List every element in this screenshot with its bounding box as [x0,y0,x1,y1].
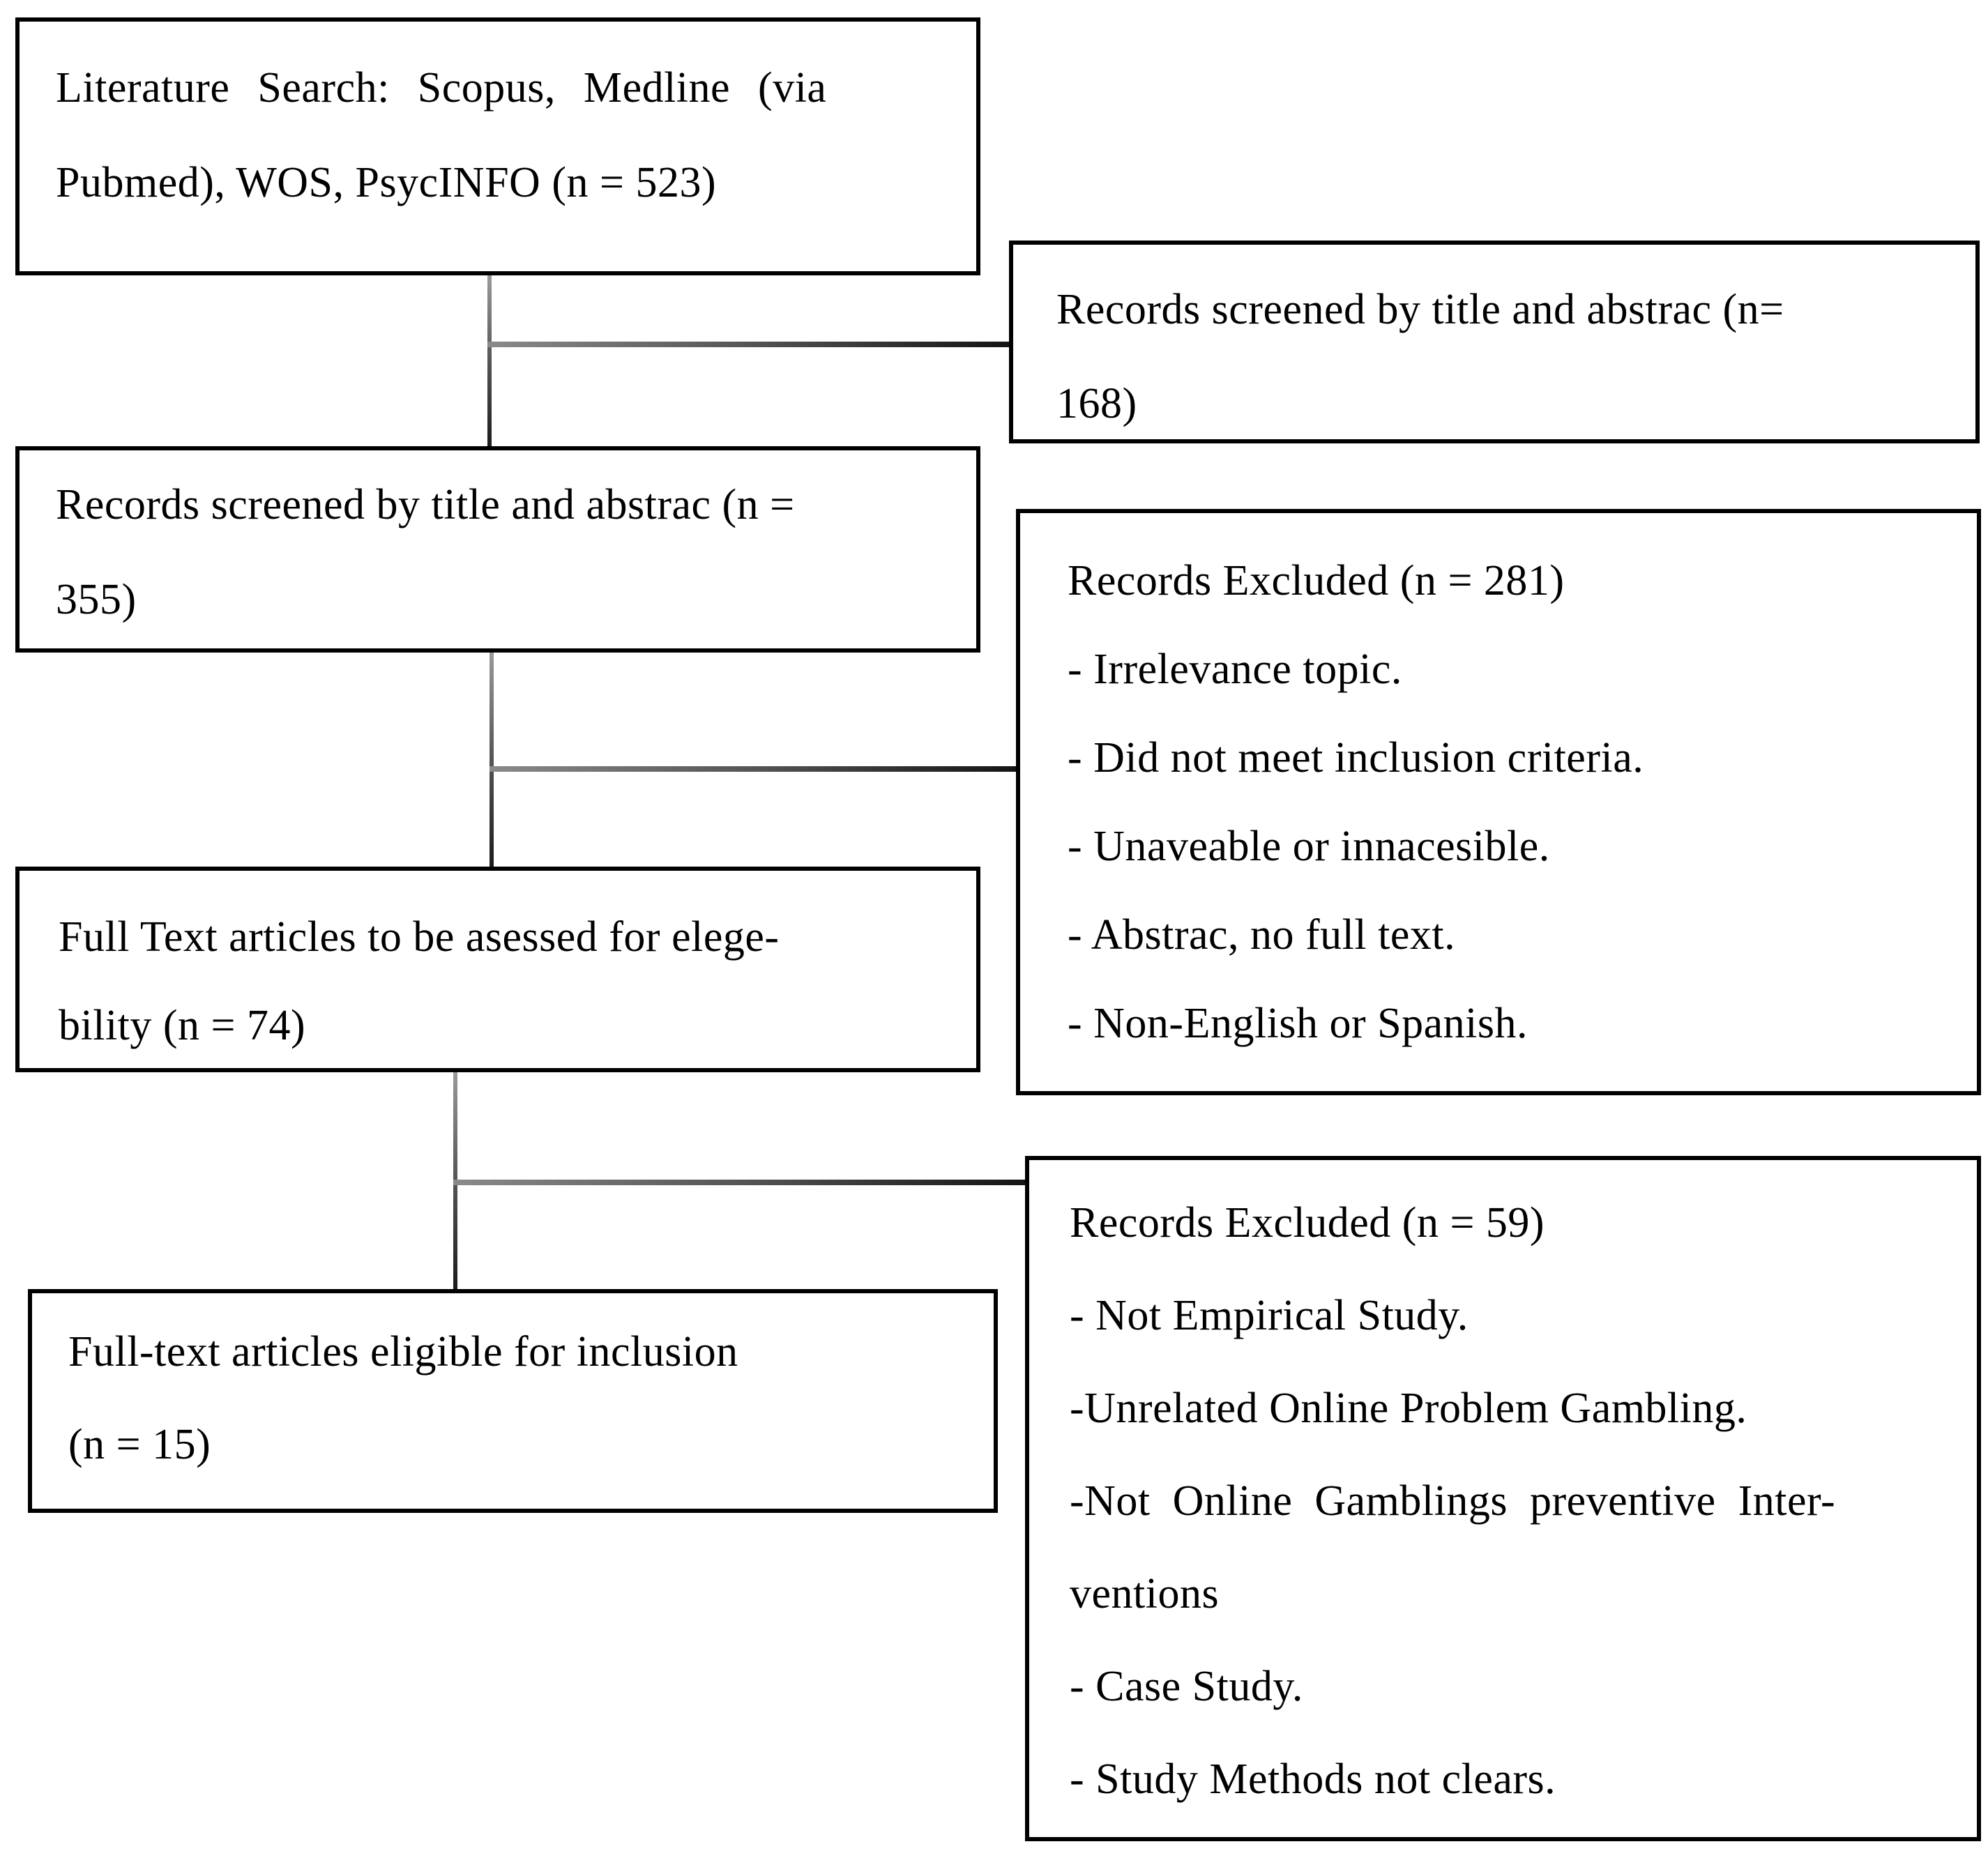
box-title: Records Excluded (n = 281) [1068,557,1565,604]
text-line: bility (n = 74) [59,1002,306,1049]
text-line: Full-text articles eligible for inclusio… [68,1328,738,1376]
exclusion-reason: -Unrelated Online Problem Gambling. [1070,1385,1747,1432]
exclusion-reason: - Unaveable or innacesible. [1068,823,1550,870]
records-excluded-281-box: Records Excluded (n = 281) - Irrelevance… [1016,509,1981,1095]
connector-branch-to-screened-168-box [487,342,1010,347]
literature-search-box: Literature Search: Scopus, Medline (via … [15,17,980,275]
full-text-assessed-eligibility-box: Full Text articles to be asessed for ele… [15,867,980,1072]
text-line: Records screened by title and abstrac (n… [56,481,795,528]
full-text-eligible-inclusion-box: Full-text articles eligible for inclusio… [28,1289,998,1513]
exclusion-reason: - Case Study. [1070,1663,1303,1710]
text-line: Records screened by title and abstrac (n… [1056,286,1784,333]
records-screened-168-box: Records screened by title and abstrac (n… [1009,241,1980,443]
connector-branch-to-excluded-281-box [490,766,1017,772]
text-line: Literature Search: Scopus, Medline (via [56,64,827,112]
exclusion-reason: ventions [1070,1570,1220,1617]
records-excluded-59-box: Records Excluded (n = 59) - Not Empirica… [1025,1156,1981,1841]
exclusion-reason: - Abstrac, no full text. [1068,911,1456,959]
text-line: Pubmed), WOS, PsycINFO (n = 523) [56,159,717,206]
exclusion-reason: - Did not meet inclusion criteria. [1068,734,1644,782]
text-line: 355) [56,576,137,623]
text-line: Full Text articles to be asessed for ele… [59,913,780,961]
connector-branch-to-excluded-59-box [453,1180,1026,1185]
exclusion-reason: - Irrelevance topic. [1068,646,1402,693]
connector-vertical-screened-to-fulltext [490,652,494,867]
exclusion-reason: - Study Methods not clears. [1070,1755,1556,1803]
text-line: 168) [1056,380,1137,427]
exclusion-reason: -Not Online Gamblings preventive Inter- [1070,1477,1836,1525]
box-title: Records Excluded (n = 59) [1070,1199,1545,1247]
connector-vertical-search-to-screened [487,275,492,447]
exclusion-reason: - Non-English or Spanish. [1068,1000,1528,1047]
records-screened-355-box: Records screened by title and abstrac (n… [15,446,980,653]
exclusion-reason: - Not Empirical Study. [1070,1292,1469,1339]
text-line: (n = 15) [68,1421,211,1468]
